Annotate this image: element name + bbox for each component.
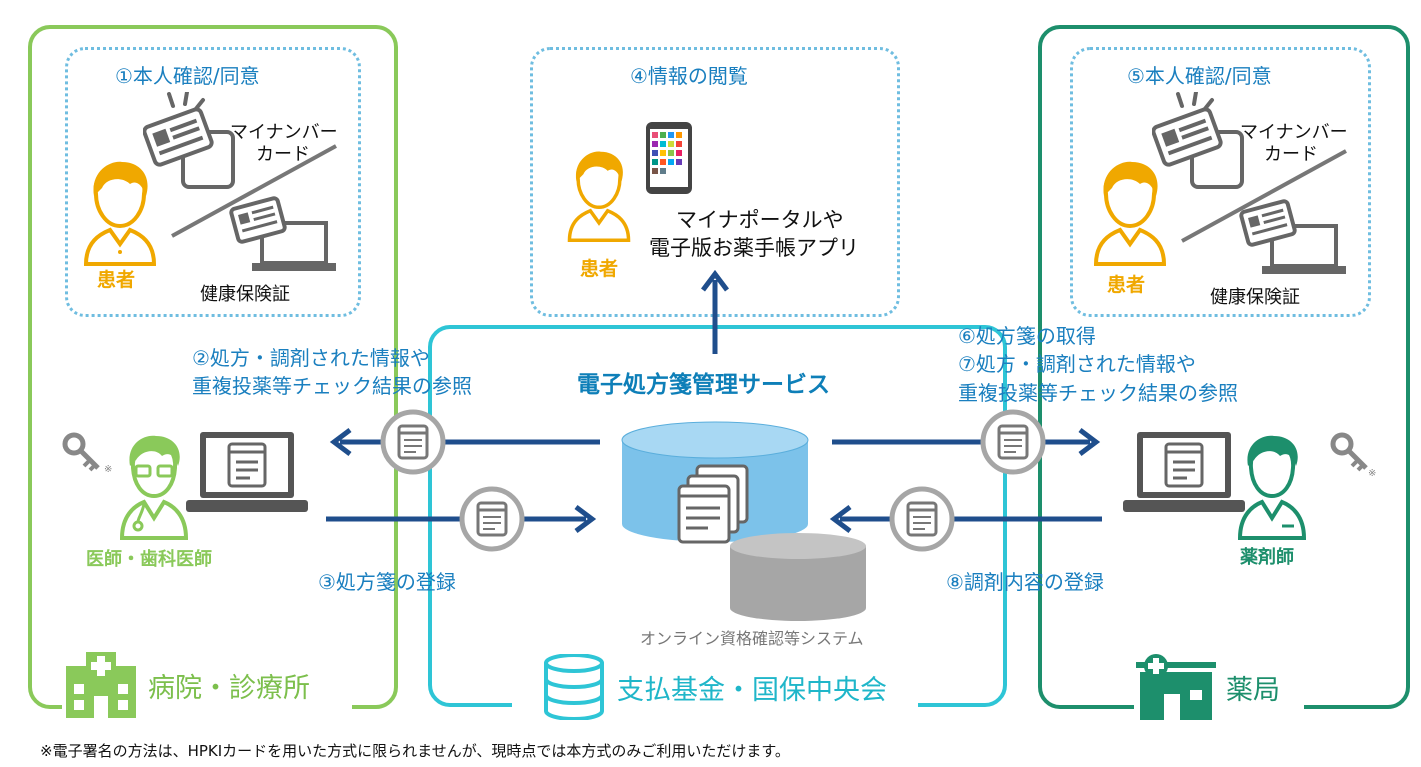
pharmacist-icon xyxy=(1237,435,1307,540)
arrow-to-hospital-head xyxy=(329,428,352,456)
qualification-system-database-icon xyxy=(730,533,866,621)
pharmacy-note-mark: ※ xyxy=(1368,468,1377,479)
document-circle-icon xyxy=(980,409,1046,475)
hospital-note-mark: ※ xyxy=(104,464,113,475)
viewing-line-1: マイナポータルや xyxy=(676,208,844,232)
smartphone-icon xyxy=(646,122,692,194)
fund-footer: 支払基金・国保中央会 xyxy=(512,652,918,722)
service-title: 電子処方箋管理サービス xyxy=(577,372,830,398)
hospital-footer-label: 病院・診療所 xyxy=(148,672,310,704)
card-tap-icon xyxy=(143,92,235,189)
pharmacy-ref-line-2: 重複投薬等チェック結果の参照 xyxy=(958,381,1238,405)
key-icon xyxy=(62,432,100,472)
insurance-card-laptop-icon xyxy=(229,196,336,271)
document-stack-icon xyxy=(677,464,749,544)
pharmacy-consent-title: ⑤本人確認/同意 xyxy=(1127,64,1272,88)
footnote: ※電子署名の方法は、HPKIカードを用いた方式に限られませんが、現時点では本方式… xyxy=(40,742,790,760)
arrow-to-pharmacy-head xyxy=(1078,428,1101,456)
divider-line xyxy=(1181,149,1347,243)
pharmacy-footer-label: 薬局 xyxy=(1226,674,1280,706)
hospital-insurance-label: 健康保険証 xyxy=(200,284,290,305)
pharmacy-icon xyxy=(1136,654,1216,720)
pharmacy-insurance-label: 健康保険証 xyxy=(1210,287,1300,308)
hospital-card-label-1: マイナンバー xyxy=(230,122,338,143)
pharmacy-card-label-1: マイナンバー xyxy=(1240,122,1348,143)
document-circle-icon xyxy=(380,409,446,475)
laptop-icon xyxy=(186,432,308,512)
key-icon xyxy=(1330,432,1368,472)
pharmacy-footer: 薬局 xyxy=(1134,652,1304,722)
database-icon xyxy=(544,654,604,720)
arrow-from-hospital-head xyxy=(574,505,597,533)
hospital-footer: 病院・診療所 xyxy=(62,650,352,720)
laptop-icon xyxy=(1123,432,1245,512)
card-tap-icon xyxy=(1152,92,1244,189)
hospital-icon xyxy=(66,652,136,718)
hospital-register-label: ③処方箋の登録 xyxy=(318,570,456,594)
divider-line xyxy=(171,144,337,238)
document-circle-icon xyxy=(459,486,525,552)
hospital-card-label-2: カード xyxy=(256,144,310,165)
hospital-patient-label: 患者 xyxy=(97,269,136,291)
pharmacy-card-label-2: カード xyxy=(1264,144,1318,165)
up-arrow xyxy=(701,269,729,354)
doctor-label: 医師・歯科医師 xyxy=(86,549,212,570)
pharmacy-patient-label: 患者 xyxy=(1107,274,1146,296)
viewing-title: ④情報の閲覧 xyxy=(630,64,748,88)
patient-icon xyxy=(83,161,157,266)
hospital-consent-title: ①本人確認/同意 xyxy=(115,64,260,88)
pharmacy-ref-line-1: ⑦処方・調剤された情報や xyxy=(958,352,1196,376)
document-circle-icon xyxy=(889,486,955,552)
patient-icon xyxy=(567,151,631,243)
pharmacist-label: 薬剤師 xyxy=(1240,547,1294,568)
patient-icon xyxy=(1093,161,1167,266)
hospital-ref-line-2: 重複投薬等チェック結果の参照 xyxy=(192,374,472,398)
fund-footer-label: 支払基金・国保中央会 xyxy=(617,674,887,706)
doctor-icon xyxy=(119,435,189,540)
viewing-line-2: 電子版お薬手帳アプリ xyxy=(649,236,859,260)
insurance-card-laptop-icon xyxy=(1239,199,1346,274)
pharmacy-register-label: ⑧調剤内容の登録 xyxy=(946,570,1104,594)
arrow-from-pharmacy-head xyxy=(829,505,852,533)
hospital-ref-line-1: ②処方・調剤された情報や xyxy=(192,346,430,370)
system-label: オンライン資格確認等システム xyxy=(640,629,864,648)
pharmacy-get-label: ⑥処方箋の取得 xyxy=(958,324,1096,348)
viewing-patient-label: 患者 xyxy=(580,258,619,280)
